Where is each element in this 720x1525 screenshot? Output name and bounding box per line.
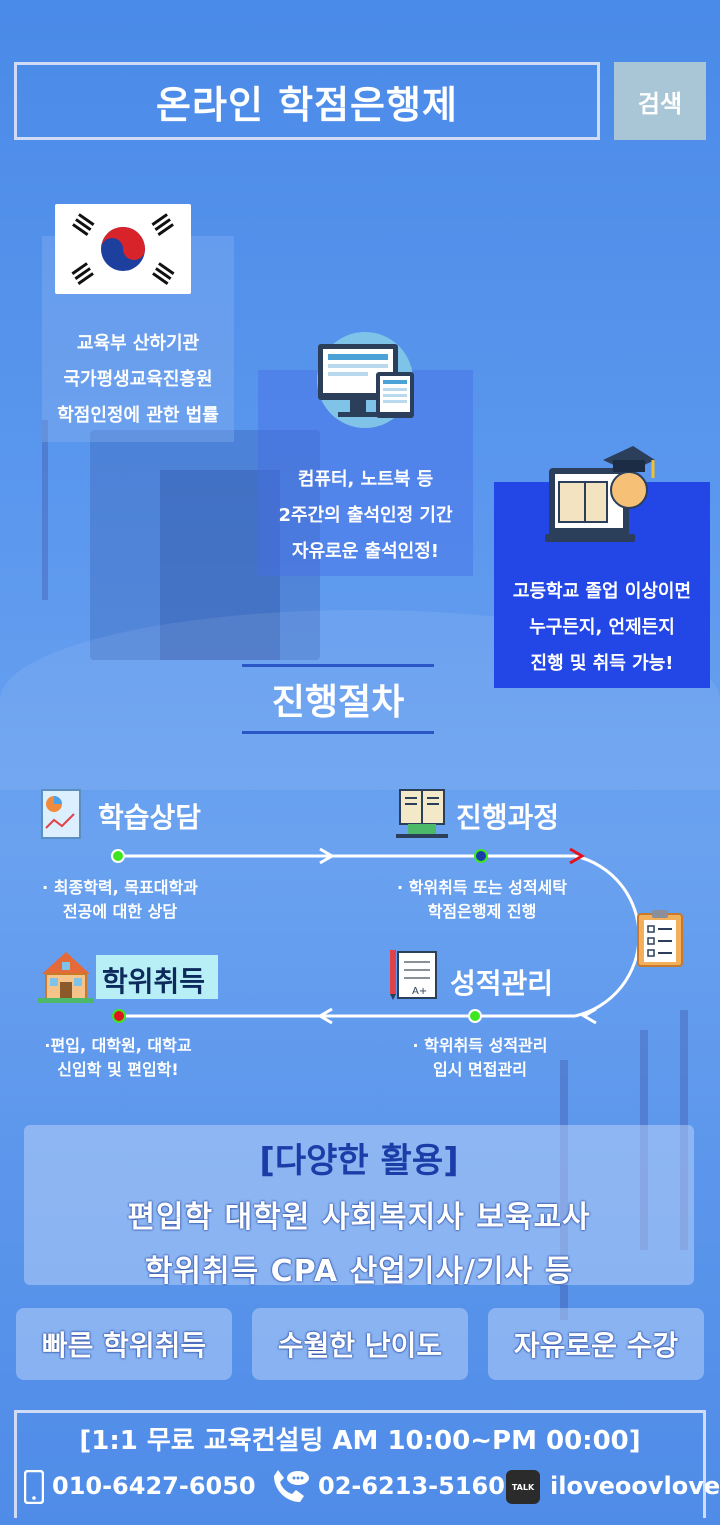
kakao-talk-icon: TALK bbox=[506, 1470, 540, 1504]
background-stroke bbox=[680, 1010, 688, 1250]
phone-icon bbox=[23, 1469, 45, 1505]
phone-number[interactable]: 010-6427-6050 bbox=[52, 1472, 256, 1500]
step-desc-progress: · 학위취득 또는 성적세탁 학점은행제 진행 bbox=[372, 876, 592, 924]
call-icon bbox=[270, 1470, 310, 1504]
step-label-consult: 학습상담 bbox=[98, 801, 202, 834]
footer-box bbox=[14, 1410, 706, 1518]
usage-heading: [다양한 활용] bbox=[259, 1141, 459, 1181]
process-track bbox=[118, 847, 641, 1025]
consult-hours: [1:1 무료 교육컨설팅 AM 10:00~PM 00:00] bbox=[79, 1426, 641, 1456]
tel-number[interactable]: 02-6213-5160 bbox=[318, 1472, 505, 1500]
svg-text:A+: A+ bbox=[412, 986, 427, 997]
card2-line: 2주간의 출석인정 기간 bbox=[278, 505, 453, 526]
card1-line: 학점인정에 관한 법률 bbox=[57, 405, 219, 426]
background-stroke bbox=[640, 1030, 648, 1250]
search-button[interactable]: 검색 bbox=[614, 62, 706, 140]
step-highlight bbox=[96, 955, 218, 999]
step-desc-line: 전공에 대한 상담 bbox=[62, 902, 178, 921]
card3-line: 진행 및 취득 가능! bbox=[530, 653, 674, 674]
consulting-icon bbox=[40, 788, 84, 840]
step-desc-degree: ·편입, 대학원, 대학교 신입학 및 편입학! bbox=[20, 1034, 216, 1082]
card2-line: 컴퓨터, 노트북 등 bbox=[297, 469, 434, 490]
feature-free-study: 자유로운 수강 bbox=[488, 1308, 704, 1380]
page-title: 온라인 학점은행제 bbox=[156, 82, 458, 127]
step-dot-consult bbox=[111, 849, 125, 863]
process-title-box: 진행절차 bbox=[242, 664, 434, 734]
step-dot-degree bbox=[112, 1009, 126, 1023]
step-desc-line: 신입학 및 편입학! bbox=[57, 1060, 179, 1079]
background-door bbox=[160, 470, 280, 660]
process-title: 진행절차 bbox=[271, 682, 405, 723]
kakao-badge-text: TALK bbox=[511, 1482, 535, 1492]
step-label-degree: 학위취득 bbox=[102, 965, 206, 998]
house-icon bbox=[38, 948, 94, 1004]
card1-text: 교육부 산하기관 국가평생교육진흥원 학점인정에 관한 법률 bbox=[22, 326, 254, 434]
card2-line: 자유로운 출석인정! bbox=[292, 541, 439, 562]
graduate-icon bbox=[545, 438, 657, 546]
step-desc-grades: · 학위취득 성적관리 입시 면접관리 bbox=[380, 1034, 580, 1082]
kakao-id[interactable]: iloveoovlove bbox=[550, 1472, 720, 1500]
card1-line: 교육부 산하기관 bbox=[76, 333, 200, 354]
grade-report-icon: A+ bbox=[388, 948, 440, 1002]
background-building bbox=[90, 430, 320, 660]
korea-flag-icon bbox=[55, 204, 191, 294]
step-dot-grades bbox=[468, 1009, 482, 1023]
computer-icon bbox=[310, 330, 420, 430]
card3-line: 누구든지, 언제든지 bbox=[529, 617, 675, 638]
step-desc-line: · 학위취득 성적관리 bbox=[412, 1036, 548, 1055]
step-desc-line: 학점은행제 진행 bbox=[427, 902, 537, 921]
step-label-grades: 성적관리 bbox=[450, 967, 554, 1000]
background-stroke bbox=[42, 420, 48, 600]
step-dot-progress bbox=[474, 849, 488, 863]
step-desc-line: · 학위취득 또는 성적세탁 bbox=[397, 878, 567, 897]
card2-text: 컴퓨터, 노트북 등 2주간의 출석인정 기간 자유로운 출석인정! bbox=[258, 462, 473, 570]
step-label-progress: 진행과정 bbox=[456, 801, 560, 834]
card1-line: 국가평생교육진흥원 bbox=[63, 369, 213, 390]
usage-box: [다양한 활용] 편입학 대학원 사회복지사 보육교사 학위취득 CPA 산업기… bbox=[24, 1125, 694, 1289]
step-desc-line: · 최종학력, 목표대학과 bbox=[42, 878, 198, 897]
page-title-box: 온라인 학점은행제 bbox=[14, 62, 600, 140]
usage-line-2: 학위취득 CPA 산업기사/기사 등 bbox=[144, 1254, 574, 1289]
clipboard-icon bbox=[636, 908, 684, 968]
feature-easy-level: 수월한 난이도 bbox=[252, 1308, 468, 1380]
background-stroke bbox=[560, 1060, 568, 1320]
step-desc-line: 입시 면접관리 bbox=[433, 1060, 527, 1079]
card3-line: 고등학교 졸업 이상이면 bbox=[512, 581, 692, 602]
usage-line-1: 편입학 대학원 사회복지사 보육교사 bbox=[127, 1200, 591, 1235]
card3-text: 고등학교 졸업 이상이면 누구든지, 언제든지 진행 및 취득 가능! bbox=[494, 574, 710, 682]
book-icon bbox=[396, 786, 448, 840]
step-desc-consult: · 최종학력, 목표대학과 전공에 대한 상담 bbox=[20, 876, 220, 924]
feature-fast-degree: 빠른 학위취득 bbox=[16, 1308, 232, 1380]
step-desc-line: ·편입, 대학원, 대학교 bbox=[44, 1036, 192, 1055]
